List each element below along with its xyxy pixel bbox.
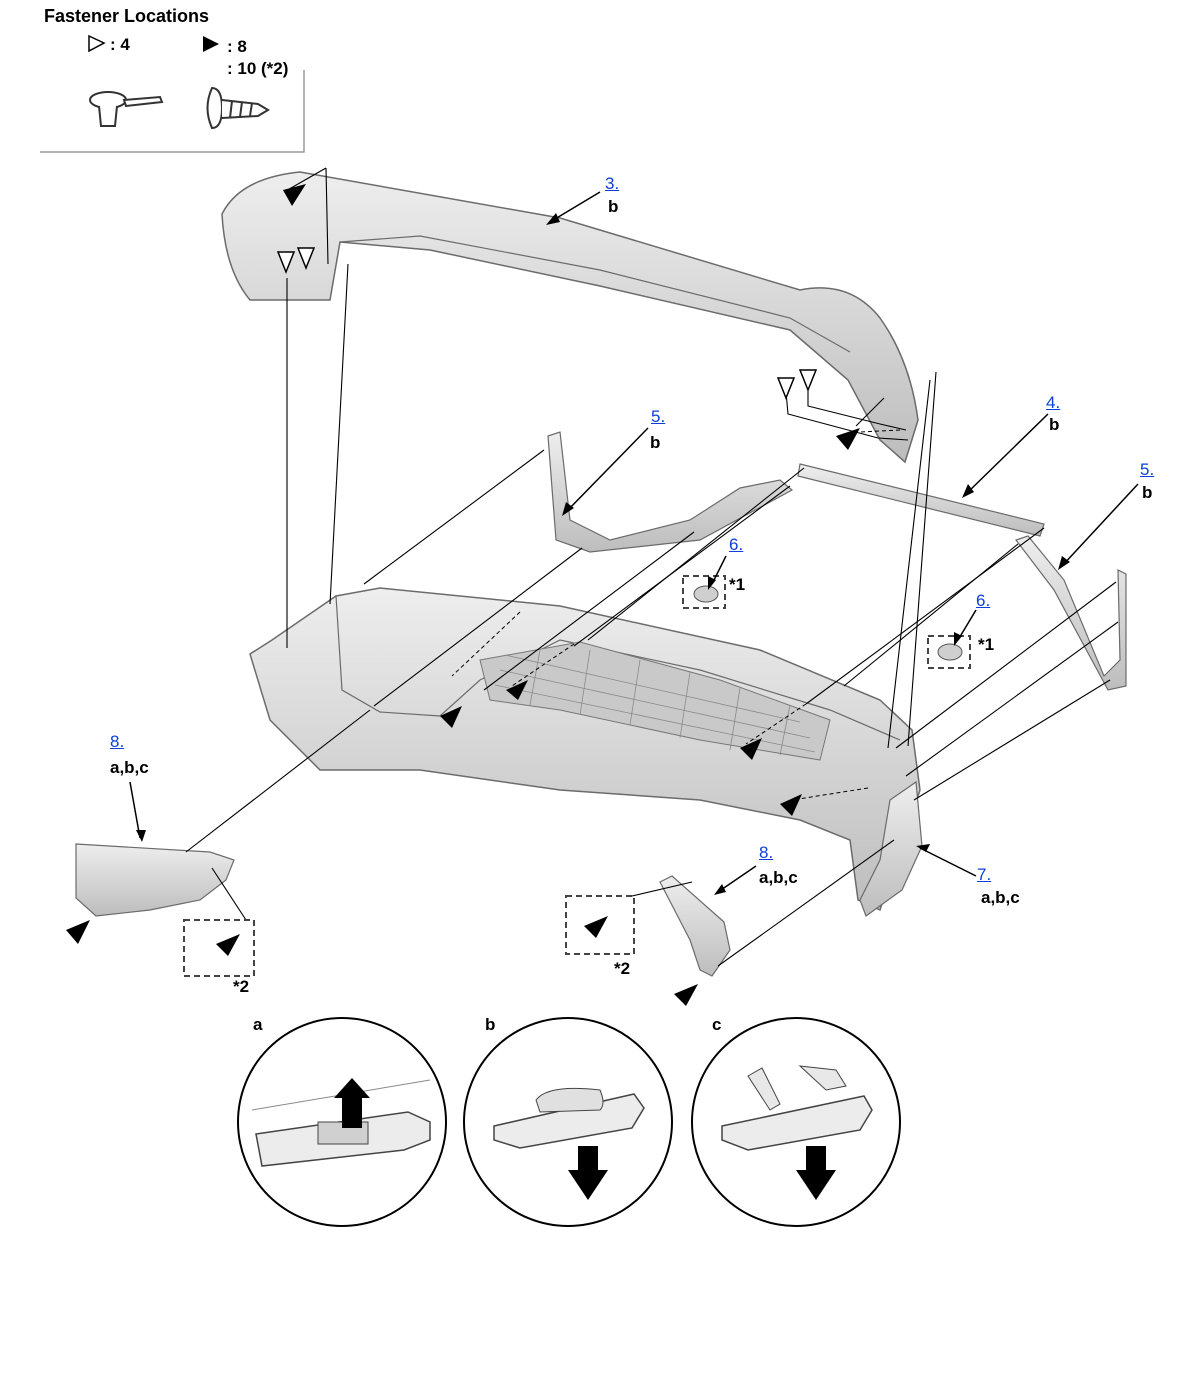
- screw-marker-icon: [440, 706, 462, 728]
- down-arrow-icon: [796, 1146, 836, 1200]
- callout-8-right-link[interactable]: 8.: [759, 843, 774, 862]
- filled-triangle-marker-icon: [203, 36, 219, 52]
- callout-6-right-sub: *1: [978, 635, 995, 654]
- callout-8-left-link[interactable]: 8.: [110, 732, 125, 751]
- screw-marker-icon: [740, 738, 762, 760]
- callout-5-right-sub: b: [1142, 483, 1153, 502]
- clip-marker-icon: [776, 377, 796, 401]
- screw-marker-icon: [674, 984, 698, 1006]
- screw-marker-icon: [584, 916, 608, 938]
- dashed-hidden-lines: [451, 429, 901, 801]
- screw-marker-icon: [216, 934, 240, 956]
- callout-5-left-link[interactable]: 5.: [651, 407, 666, 426]
- note-star2-left: *2: [233, 977, 250, 996]
- screw-marker-icon: [66, 920, 90, 944]
- clip-marker-icon: [296, 247, 316, 271]
- legend-title: Fastener Locations: [44, 6, 210, 26]
- down-arrow-icon: [568, 1146, 608, 1200]
- callout-3-link[interactable]: 3.: [605, 174, 620, 193]
- callout-6-left-sub: *1: [729, 575, 746, 594]
- clip-6-right: [937, 643, 963, 661]
- detail-c: [691, 1017, 901, 1227]
- detail-a: [237, 1017, 447, 1227]
- legend-frame: [40, 70, 305, 153]
- callout-7-link[interactable]: 7.: [977, 865, 992, 884]
- clip-marker-icon: [276, 251, 296, 275]
- upper-bumper-part: [221, 171, 919, 464]
- open-triangle-marker-icon: [88, 34, 106, 53]
- lamp-bracket-right: [659, 875, 731, 977]
- screw-markers: [66, 184, 860, 1006]
- detail-b: [463, 1017, 673, 1227]
- callout-6-left-link[interactable]: 6.: [729, 535, 744, 554]
- screw-count: : 8: [227, 37, 247, 56]
- screw-count-alt: : 10 (*2): [227, 59, 289, 78]
- screw-icon: [206, 86, 270, 130]
- detail-label-b: b: [485, 1015, 496, 1034]
- screw-marker-icon: [836, 428, 860, 450]
- detail-label-a: a: [253, 1015, 263, 1034]
- callout-5-left-sub: b: [650, 433, 661, 452]
- note-star2-right: *2: [614, 959, 631, 978]
- callout-8-right-sub: a,b,c: [759, 868, 798, 887]
- up-arrow-icon: [334, 1078, 370, 1128]
- screw-marker-icon: [506, 680, 528, 700]
- callout-8-left-sub: a,b,c: [110, 758, 149, 777]
- trim-strip-4: [797, 463, 1045, 537]
- callout-4-sub: b: [1049, 415, 1060, 434]
- guide-lines: [185, 167, 1119, 967]
- clip-markers: [276, 247, 818, 401]
- callout-7-sub: a,b,c: [981, 888, 1020, 907]
- detail-label-c: c: [712, 1015, 722, 1034]
- arrow-heads: [136, 213, 1070, 895]
- callout-4-link[interactable]: 4.: [1046, 393, 1061, 412]
- screw-marker-icon: [780, 794, 802, 816]
- callout-5-right-link[interactable]: 5.: [1140, 460, 1155, 479]
- callout-3-sub: b: [608, 197, 619, 216]
- callout-6-right-link[interactable]: 6.: [976, 591, 991, 610]
- clip-6-left: [693, 585, 719, 603]
- detail-boxes: [183, 575, 971, 977]
- grille: [479, 641, 831, 761]
- clip-marker-icon: [798, 369, 818, 393]
- screw-marker-icon: [283, 184, 306, 206]
- clip-count: : 4: [110, 35, 130, 54]
- lower-bumper-part: [249, 587, 921, 912]
- clip-icon: [89, 91, 164, 127]
- end-cover-7: [859, 780, 923, 917]
- trim-strip-5-right: [1015, 535, 1127, 691]
- lamp-bracket-left: [75, 843, 235, 917]
